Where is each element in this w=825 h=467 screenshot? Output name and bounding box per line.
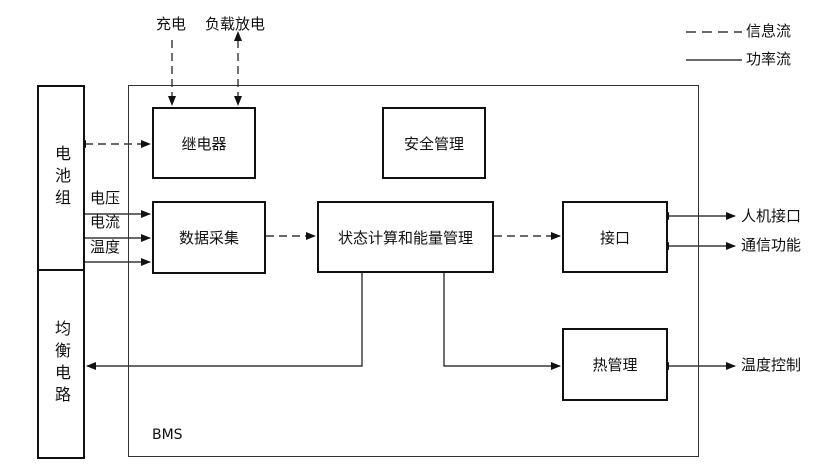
state-calc-block: 状态计算和能量管理 [317, 201, 494, 273]
bms-label: BMS [152, 427, 183, 443]
interface-label: 接口 [599, 228, 630, 247]
calc-to-balance-arrow [86, 272, 363, 370]
hmi-label: 人机接口 [741, 207, 802, 225]
legend-power-label: 功率流 [746, 50, 792, 68]
relay-block: 继电器 [152, 107, 256, 179]
balance-circuit-label: 均衡电路 [52, 320, 71, 408]
battery-pack-label: 电池组 [52, 145, 71, 211]
relay-label: 继电器 [181, 134, 227, 153]
legend-info-label: 信息流 [746, 22, 792, 40]
calc-to-thermal-arrow [443, 272, 561, 370]
balance-circuit-block: 均衡电路 [37, 269, 85, 459]
temperature-label: 温度 [90, 238, 121, 256]
safety-block: 安全管理 [382, 107, 486, 179]
thermal-block: 热管理 [562, 328, 668, 401]
state-calc-label: 状态计算和能量管理 [337, 228, 473, 247]
load-discharge-label: 负载放电 [205, 15, 266, 33]
data-acquisition-label: 数据采集 [178, 229, 239, 247]
bms-frame [128, 85, 699, 457]
safety-label: 安全管理 [403, 134, 464, 153]
charge-label: 充电 [156, 15, 187, 33]
current-label: 电流 [90, 213, 121, 231]
data-acquisition-block: 数据采集 [152, 201, 266, 274]
thermal-label: 热管理 [592, 356, 638, 374]
battery-pack-block: 电池组 [37, 85, 85, 271]
comm-label: 通信功能 [741, 236, 802, 254]
temp-ctrl-label: 温度控制 [741, 356, 802, 374]
interface-block: 接口 [562, 201, 668, 273]
voltage-label: 电压 [90, 189, 121, 207]
